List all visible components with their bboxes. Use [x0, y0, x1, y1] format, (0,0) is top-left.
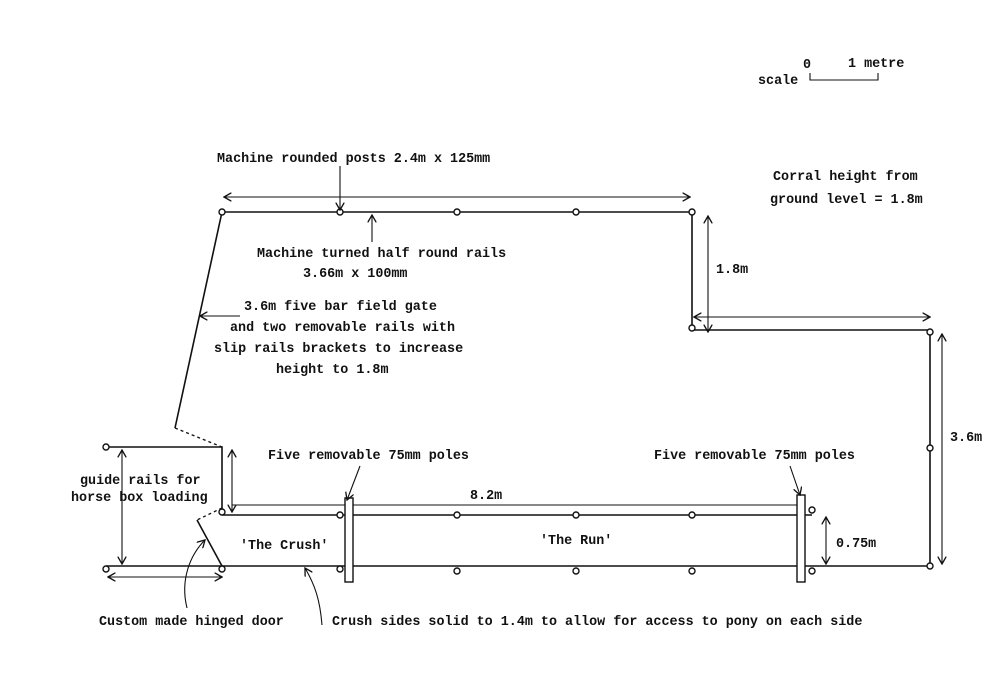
post: [336, 565, 344, 573]
poles-label-left: Five removable 75mm poles: [268, 449, 469, 464]
post: [102, 443, 110, 451]
wall-dimension-label: 3.6m: [950, 431, 982, 446]
post: [688, 208, 696, 216]
post: [102, 565, 110, 573]
gate-label-line2: and two removable rails with: [230, 321, 455, 336]
step-dimension-label: 1.8m: [716, 263, 748, 278]
door-label: Custom made hinged door: [99, 615, 284, 630]
post: [808, 567, 816, 575]
hinged-door: [196, 507, 223, 567]
corral-height-label-line2: ground level = 1.8m: [770, 193, 923, 208]
run-label: 'The Run': [540, 534, 612, 549]
post: [926, 562, 934, 570]
rails-label-line2: 3.66m x 100mm: [303, 267, 407, 282]
scale-unit: 1 metre: [848, 57, 904, 72]
corral-height-label-line1: Corral height from: [773, 170, 918, 185]
gate-label-line3: slip rails brackets to increase: [214, 342, 463, 357]
guide-rails-label-line1: guide rails for: [80, 474, 201, 489]
run-length-label: 8.2m: [470, 489, 502, 504]
posts: [102, 208, 934, 575]
post: [336, 511, 344, 519]
crush-sides-label: Crush sides solid to 1.4m to allow for a…: [332, 615, 862, 630]
post: [572, 511, 580, 519]
post: [572, 208, 580, 216]
removable-pole-right: [796, 494, 806, 583]
post: [808, 506, 816, 514]
posts-label: Machine rounded posts 2.4m x 125mm: [217, 152, 490, 167]
field-gate: [174, 211, 223, 448]
post: [218, 565, 226, 573]
removable-pole-left: [344, 497, 354, 583]
post: [453, 208, 461, 216]
post: [453, 567, 461, 575]
poles-label-right: Five removable 75mm poles: [654, 449, 855, 464]
gate-label-line4: height to 1.8m: [276, 363, 389, 378]
guide-rails-label-line2: horse box loading: [71, 491, 208, 506]
rails-label-line1: Machine turned half round rails: [257, 247, 506, 262]
crush-label: 'The Crush': [240, 539, 328, 554]
scale-zero: 0: [803, 58, 811, 73]
post: [688, 567, 696, 575]
post: [688, 511, 696, 519]
scale-label: scale: [758, 74, 798, 89]
scale-bar: scale 0 1 metre: [758, 57, 904, 89]
post: [688, 324, 696, 332]
corral-walls: [106, 211, 931, 567]
dimension-lines: [108, 197, 942, 577]
run-width-label: 0.75m: [836, 537, 876, 552]
gate-label-line1: 3.6m five bar field gate: [244, 300, 437, 315]
post: [218, 508, 226, 516]
leader-arrows: [184, 166, 800, 626]
post: [926, 328, 934, 336]
post: [453, 511, 461, 519]
post: [218, 208, 226, 216]
post: [926, 444, 934, 452]
post: [572, 567, 580, 575]
